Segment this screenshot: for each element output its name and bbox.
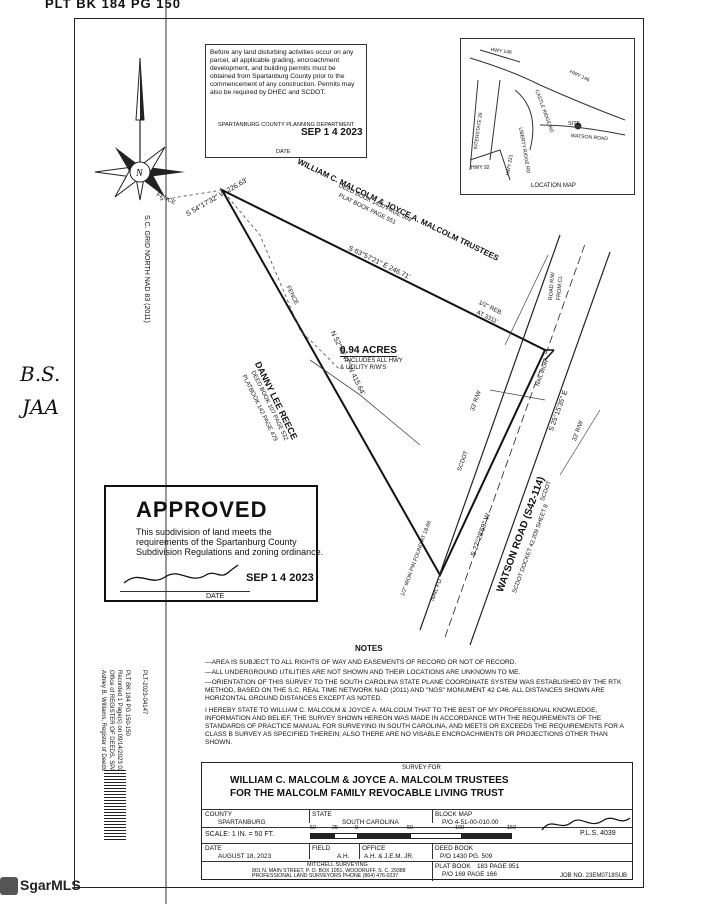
date-value: AUGUST 18, 2023	[218, 853, 272, 860]
recording-stamp: PLT BK 184 PG 150-150	[124, 670, 130, 736]
scale-tick: 150	[507, 825, 517, 831]
map-label: INTERSTATE 26	[473, 112, 485, 150]
certification-statement: I HEREBY STATE TO WILLIAM C. MALCOLM & J…	[205, 707, 624, 746]
acreage-note-1: INCLUDES ALL HWY	[345, 358, 403, 364]
office-value: A.H. & J.E.M. JR.	[364, 853, 414, 860]
mls-brand: SgarMLS	[20, 877, 81, 893]
acreage-note-2: & UTILITY R/W'S	[340, 365, 387, 371]
approved-text: This subdivision of land meets the requi…	[136, 527, 324, 557]
location-map-caption: LOCATION MAP	[531, 183, 576, 189]
road-row-line-west	[419, 234, 561, 631]
map-label: WATSON ROAD	[570, 133, 609, 143]
survey-sheet-border	[74, 18, 644, 888]
title-line-1: WILLIAM C. MALCOLM & JOYCE A. MALCOLM TR…	[230, 775, 509, 786]
fence-line-2	[309, 359, 421, 446]
map-site-label: SITE	[568, 121, 581, 127]
deed-label: DEED BOOK	[435, 845, 473, 852]
notice-text: Before any land disturbing activities oc…	[210, 49, 355, 96]
map-label: HWY 146	[490, 47, 513, 56]
plat-book-1: 183 PAGE 951	[477, 863, 520, 870]
fence-line	[159, 189, 341, 371]
pls-number: P.L.S. 4039	[580, 830, 616, 837]
block-map-value: P/O 4-51-00-010.00	[442, 819, 499, 826]
scale-tick: 25	[332, 825, 339, 831]
approval-signature	[123, 564, 239, 584]
approved-title: APPROVED	[136, 497, 268, 522]
field-label: FIELD	[312, 845, 331, 852]
approved-date: SEP 1 4 2023	[246, 572, 314, 584]
field-value: A.H.	[337, 853, 350, 860]
title-block: SURVEY FOR WILLIAM C. MALCOLM & JOYCE A.…	[201, 762, 633, 881]
margin-initials: JAA	[22, 395, 59, 419]
deed-value: P/O 1430 PG. 509	[440, 853, 493, 860]
map-label: HWY 221	[505, 154, 515, 177]
county-value: SPARTANBURG	[218, 819, 266, 826]
plat-book-label: PLAT BOOK	[435, 863, 471, 870]
location-map-roads	[469, 49, 626, 181]
block-map-label: BLOCK MAP	[435, 811, 473, 818]
title-line-2: FOR THE MALCOLM FAMILY REVOCABLE LIVING …	[230, 788, 504, 799]
property-boundary	[219, 187, 547, 578]
location-map: LOCATION MAP HWY 146 HWY 146 INTERSTATE …	[460, 38, 635, 195]
state-value: SOUTH CAROLINA	[342, 819, 399, 826]
approved-date-label: DATE	[206, 593, 225, 600]
firm-name: MITCHELL SURVEYING	[307, 862, 368, 868]
book-page-header: PLT BK 184 PG 150	[45, 0, 181, 11]
scale-tick: 0	[355, 825, 359, 831]
mls-watermark: SgarMLS	[0, 877, 81, 896]
note-item: —AREA IS SUBJECT TO ALL RIGHTS OF WAY AN…	[205, 659, 517, 666]
scale-tick: 100	[455, 825, 465, 831]
notes-title: NOTES	[355, 644, 383, 653]
leader-line	[504, 254, 549, 346]
road-centerline	[444, 243, 586, 638]
notice-date-label: DATE	[276, 149, 291, 155]
map-label: HWY 92	[471, 165, 490, 171]
notice-department: SPARTANBURG COUNTY PLANNING DEPARTMENT	[218, 122, 355, 128]
svg-text:N: N	[135, 168, 144, 179]
scale-tick: 50	[310, 825, 317, 831]
approved-stamp: APPROVED This subdivision of land meets …	[104, 485, 323, 602]
survey-for: SURVEY FOR	[402, 765, 441, 771]
firm-address: 801 N. MAIN STREET, P. O. BOX 1051, WOOD…	[252, 868, 406, 874]
note-item: —ORIENTATION OF THIS SURVEY TO THE SOUTH…	[205, 679, 622, 702]
county-label: COUNTY	[205, 811, 232, 818]
surveyor-signature	[541, 817, 631, 831]
planning-notice: Before any land disturbing activities oc…	[205, 44, 367, 158]
grid-north-label: S.C. GRID NORTH NAD 83 (2011)	[143, 215, 150, 323]
acreage: 0.94 ACRES	[340, 345, 397, 357]
signature-line	[120, 591, 250, 592]
map-label: CASTLE RIDGE RD	[533, 89, 555, 134]
firm-phone: PROFESSIONAL LAND SURVEYORS PHONE (864) …	[252, 873, 399, 879]
note-item: —ALL UNDERGROUND UTILITIES ARE NOT SHOWN…	[205, 669, 521, 676]
recording-stamp: Ashley B. Williams, Register of Deeds	[100, 670, 106, 771]
scale: SCALE: 1 IN. = 50 FT.	[205, 831, 275, 838]
plat-book-2: P/O 169 PAGE 166	[442, 871, 497, 878]
map-label: HWY 146	[568, 69, 591, 84]
barcode	[104, 770, 126, 840]
scale-bar	[310, 833, 512, 839]
job-number: JOB NO. 23EM0718SUB	[560, 873, 628, 879]
notice-stamp-date: SEP 1 4 2023	[301, 127, 363, 138]
margin-initials: B.S.	[20, 362, 61, 386]
scale-tick: 50	[407, 825, 414, 831]
office-label: OFFICE	[362, 845, 386, 852]
state-label: STATE	[312, 811, 332, 818]
road-row-line-east	[469, 251, 611, 646]
map-label: LIBERTY RIDGE RD	[517, 127, 532, 174]
date-label: DATE	[205, 845, 222, 852]
mls-logo-icon	[0, 877, 18, 896]
recording-stamp: PLT-2023-04147	[141, 670, 147, 715]
north-arrow-icon: N	[94, 58, 185, 201]
